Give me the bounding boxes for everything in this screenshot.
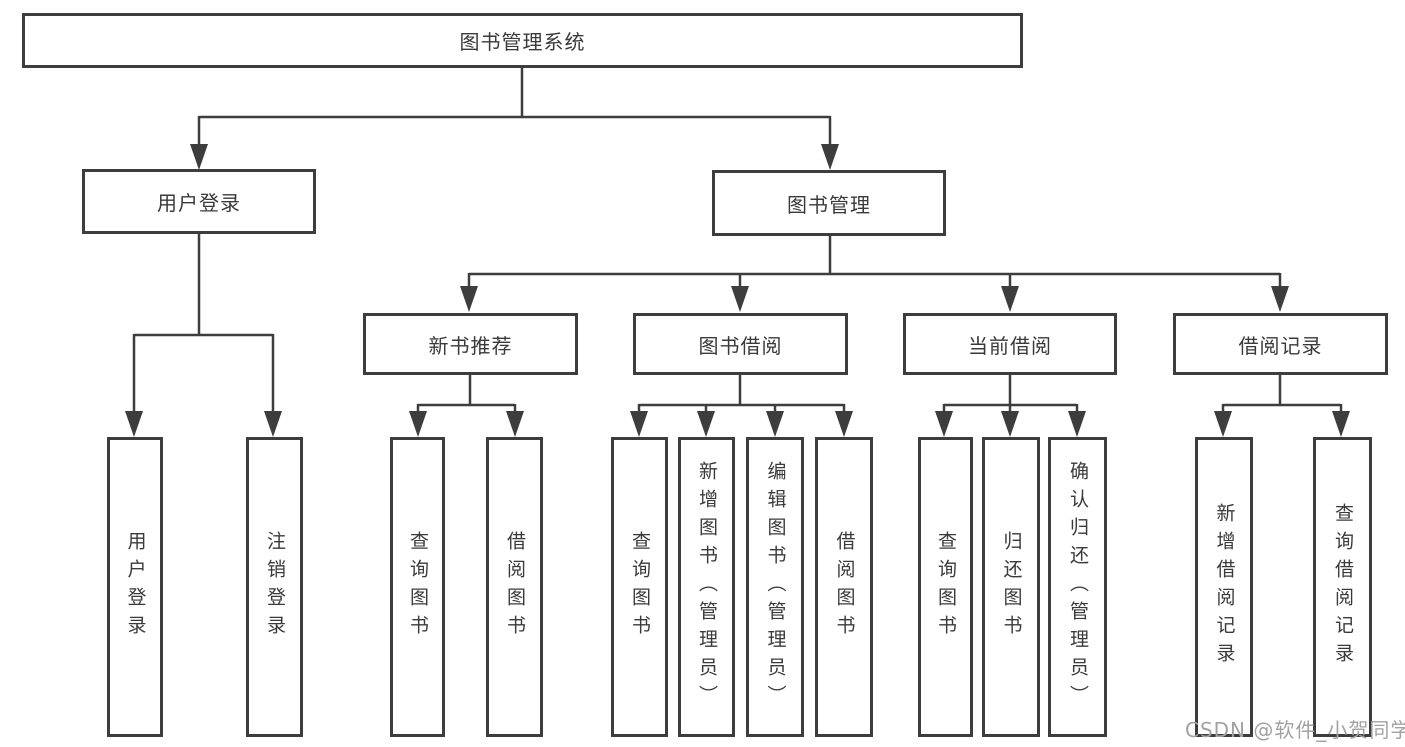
leaf-query-books-current: 查询图书	[918, 437, 973, 737]
node-root-library-system: 图书管理系统	[22, 13, 1023, 68]
leaf-add-borrow-record: 新增借阅记录	[1195, 437, 1253, 737]
node-new-book-recommend: 新书推荐	[363, 313, 578, 375]
leaf-return-books: 归还图书	[982, 437, 1040, 737]
leaf-query-books-recommend: 查询图书	[390, 437, 445, 737]
leaf-query-books-borrowing: 查询图书	[611, 437, 668, 737]
node-book-borrowing: 图书借阅	[633, 313, 848, 375]
leaf-edit-book-admin: 编辑图书（管理员）	[746, 437, 804, 737]
leaf-user-login: 用户登录	[107, 437, 163, 737]
node-current-borrowing: 当前借阅	[903, 313, 1117, 375]
node-user-login: 用户登录	[82, 169, 316, 234]
leaf-query-borrow-record: 查询借阅记录	[1313, 437, 1372, 737]
node-borrowing-records: 借阅记录	[1173, 313, 1388, 375]
leaf-borrow-books: 借阅图书	[815, 437, 873, 737]
csdn-watermark: CSDN @软件_小贺同学	[1185, 718, 1405, 742]
node-book-management: 图书管理	[712, 170, 946, 236]
leaf-confirm-return-admin: 确认归还（管理员）	[1048, 437, 1107, 737]
leaf-borrow-books-recommend: 借阅图书	[486, 437, 543, 737]
leaf-add-book-admin: 新增图书（管理员）	[678, 437, 735, 737]
leaf-logout: 注销登录	[246, 437, 303, 737]
